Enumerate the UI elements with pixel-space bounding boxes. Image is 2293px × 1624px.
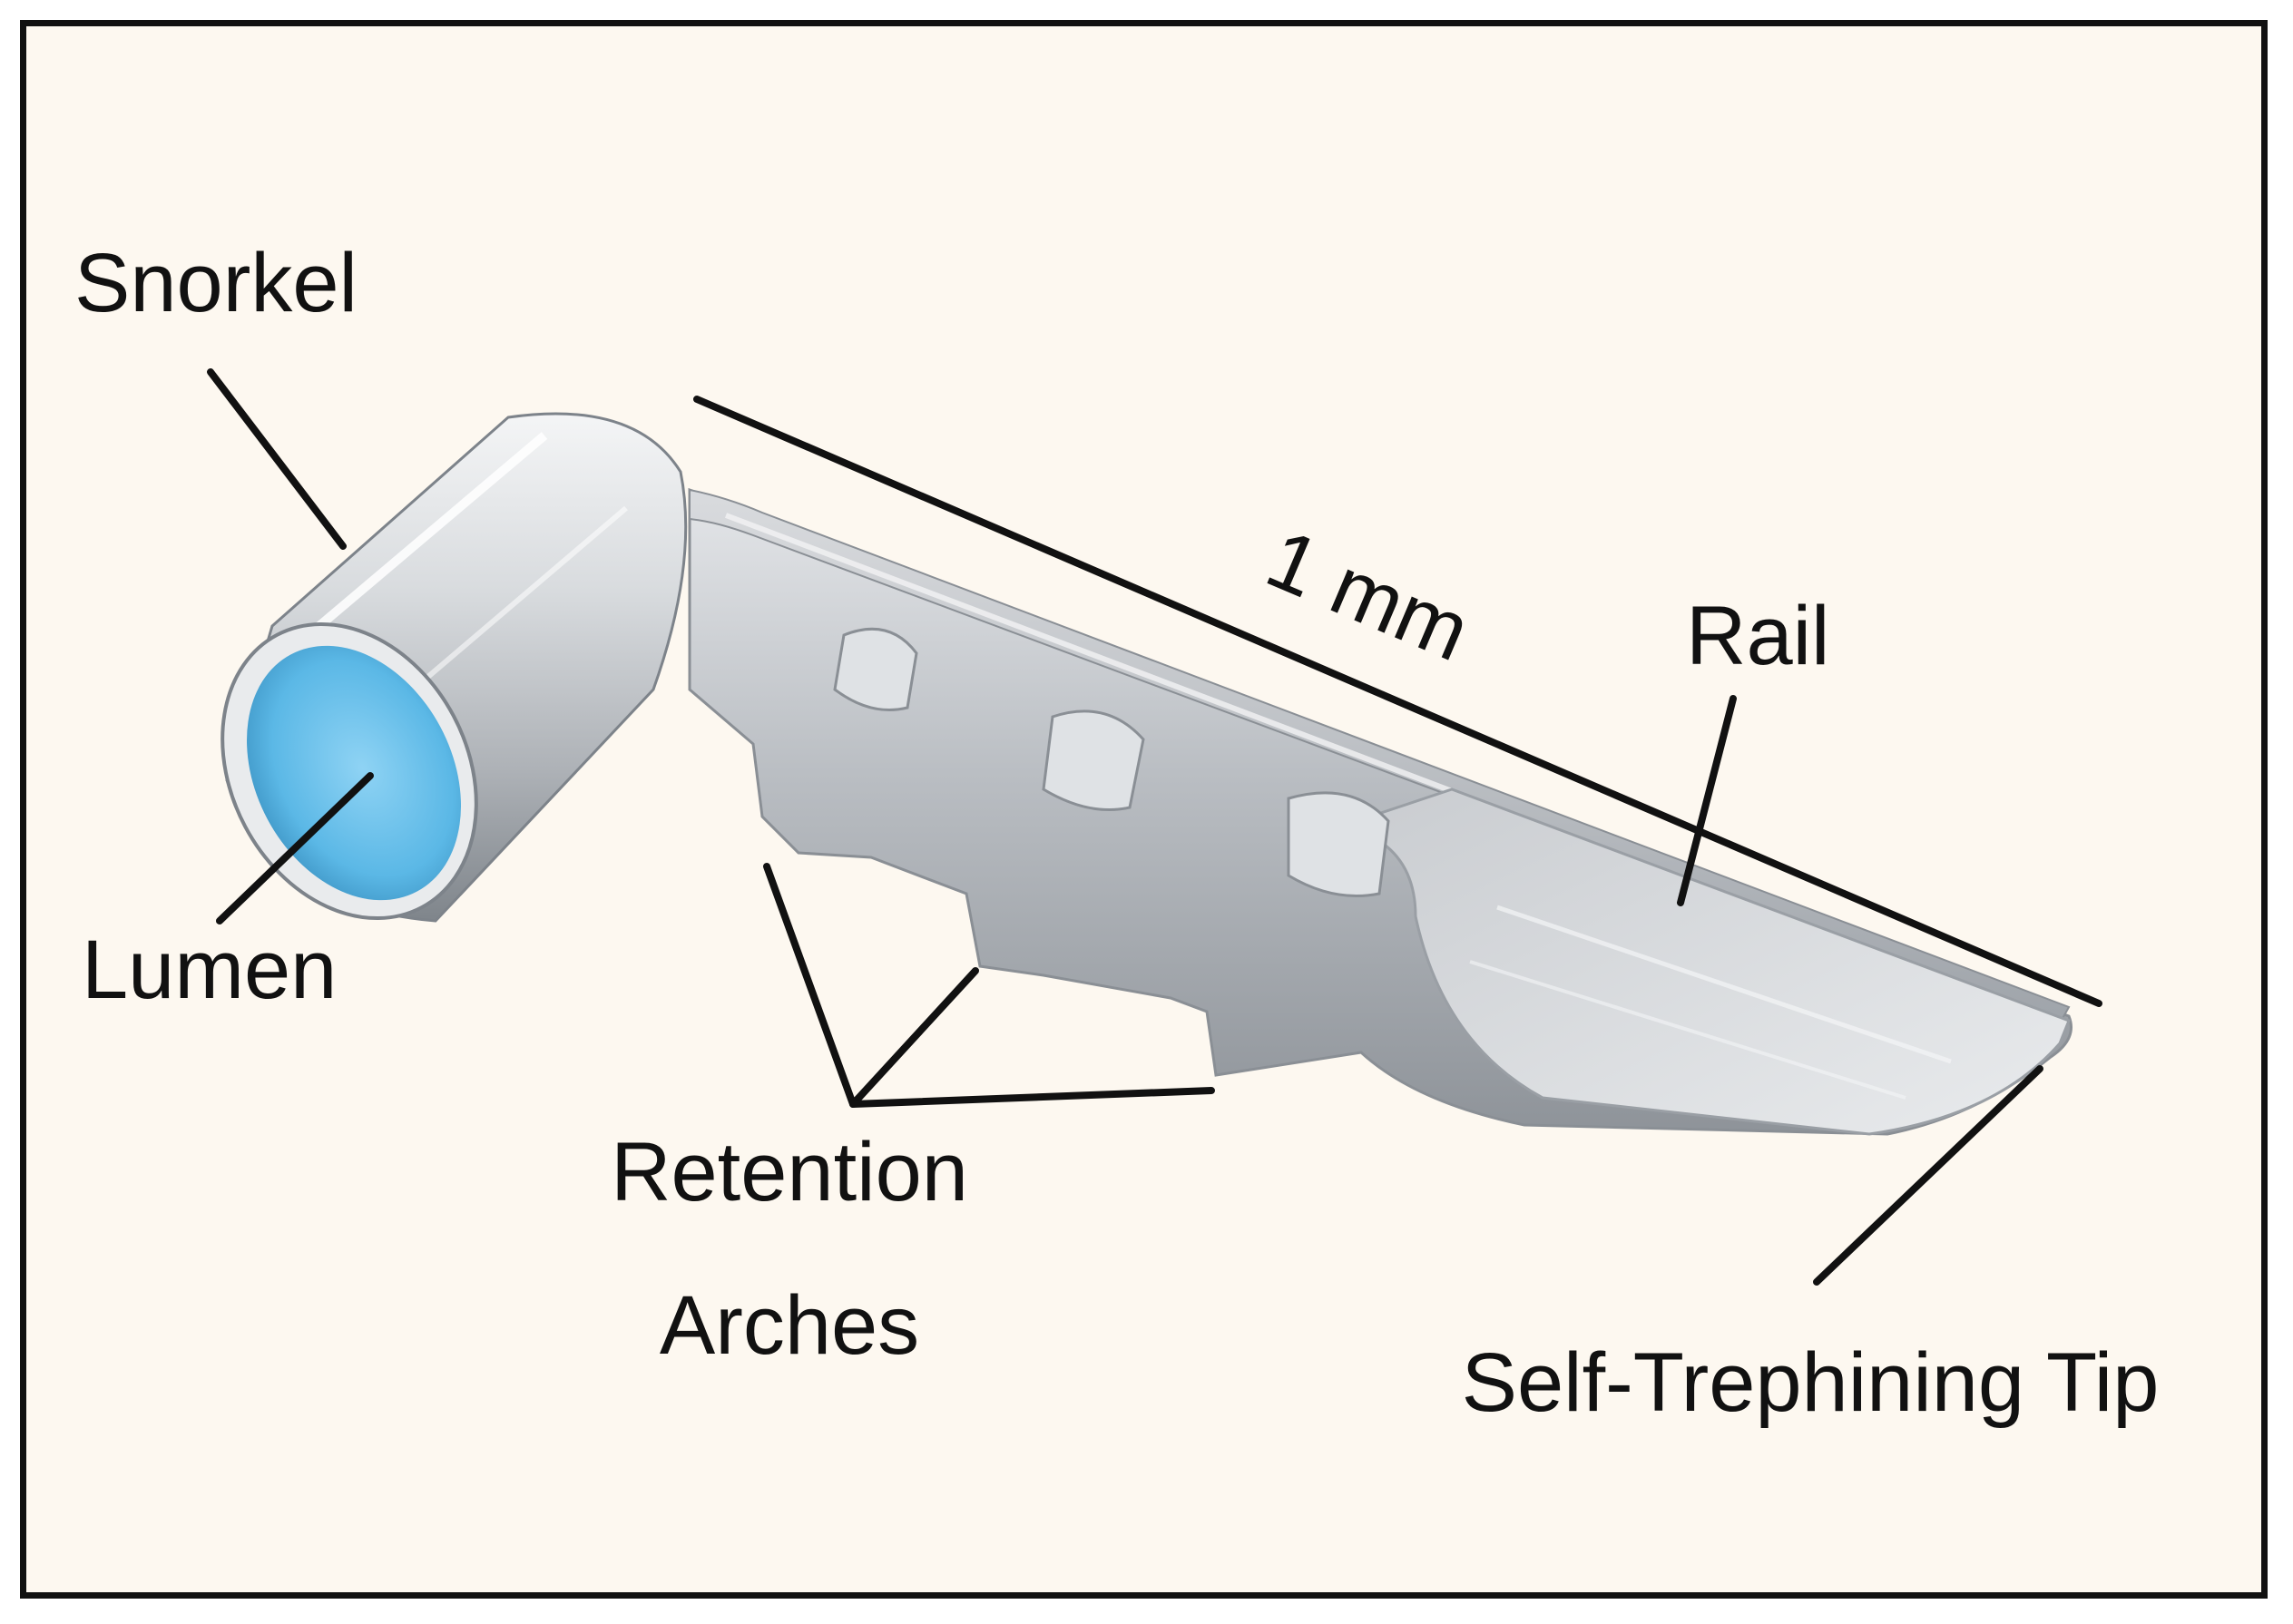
- leader-lines: [207, 368, 2102, 1286]
- device-illustration: [220, 412, 2073, 1136]
- retention-arch-2: [1042, 709, 1145, 811]
- retention-leader-line-1: [763, 863, 857, 1108]
- lumen-leader-line: [216, 772, 374, 925]
- tip-blade: [1338, 788, 2071, 1136]
- retention-label-line2: Arches: [660, 1279, 919, 1372]
- retention-leader-line-2: [849, 967, 979, 1108]
- snorkel-leader-line: [207, 368, 347, 550]
- tip-leader-line: [1813, 1065, 2043, 1286]
- rail-label: Rail: [1686, 590, 1829, 682]
- retention-leader-line-3: [849, 1087, 1215, 1108]
- tip-label: Self-Trephining Tip: [1462, 1336, 2160, 1429]
- retention-arch-1: [833, 627, 918, 711]
- retention-label-line1: Retention: [611, 1126, 968, 1218]
- lumen-opening: [247, 645, 461, 901]
- scale-bar-line: [693, 396, 2102, 1007]
- retention-arch-3: [1287, 791, 1390, 897]
- snorkel-label: Snorkel: [74, 237, 358, 329]
- rail-leader-line: [1677, 695, 1737, 906]
- lumen-label: Lumen: [82, 924, 337, 1016]
